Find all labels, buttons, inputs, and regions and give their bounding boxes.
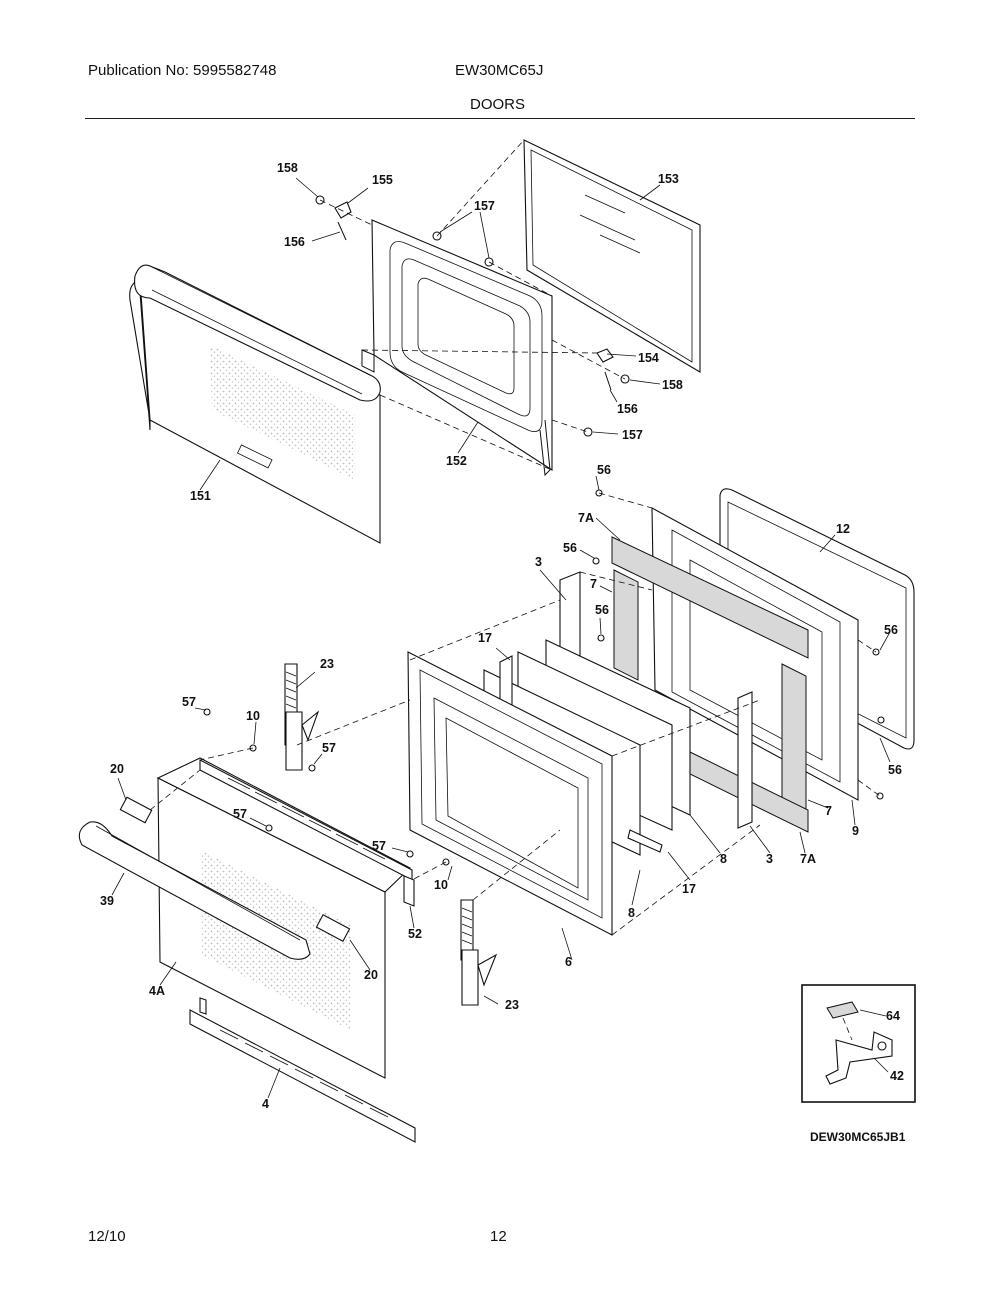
callout-42: 42 [890,1069,904,1083]
header-rule [85,118,915,119]
callout-39: 39 [100,894,114,908]
handle-mounts-20 [119,796,351,942]
callout-57: 57 [182,695,196,709]
callout-157-b: 157 [622,428,643,442]
model-number: EW30MC65J [455,62,544,79]
callout-17-b: 17 [682,882,696,896]
callout-7-b: 7 [825,804,832,818]
callout-52: 52 [408,927,422,941]
callout-23: 23 [320,657,334,671]
bottom-trim-4 [189,997,416,1143]
diagram-code: DEW30MC65JB1 [810,1130,906,1144]
inset-detail-box [801,984,916,1103]
callout-4: 4 [262,1097,269,1111]
callout-57-c: 57 [233,807,247,821]
insulation-strips [611,536,809,833]
callout-6: 6 [565,955,572,969]
callout-158-b: 158 [662,378,683,392]
callout-158: 158 [277,161,298,175]
callout-56-e: 56 [888,763,902,777]
callout-3: 3 [535,555,542,569]
callout-56-d: 56 [884,623,898,637]
outer-door-151 [129,264,381,544]
callout-153: 153 [658,172,679,186]
lower-leader-lines [111,475,891,1099]
upper-hinge-hardware [315,195,630,437]
callout-57-b: 57 [322,741,336,755]
inner-door-panel-152 [361,219,553,477]
callout-7: 7 [590,577,597,591]
callout-20-b: 20 [364,968,378,982]
callout-23-b: 23 [505,998,519,1012]
handle-39 [78,821,311,960]
callout-8-b: 8 [628,906,635,920]
side-channels-3 [559,571,753,829]
glass-panel-153 [523,139,701,373]
callout-64: 64 [886,1009,900,1023]
callout-156: 156 [284,235,305,249]
callout-57-d: 57 [372,839,386,853]
callout-12: 12 [836,522,850,536]
callout-157: 157 [474,199,495,213]
callout-labels: 158 155 156 157 153 154 158 156 157 152 … [100,161,906,1144]
callout-20: 20 [110,762,124,776]
callout-7A-b: 7A [800,852,816,866]
callout-156-b: 156 [617,402,638,416]
callout-155: 155 [372,173,393,187]
callout-10-b: 10 [434,878,448,892]
top-trim-52 [199,759,415,907]
callout-10: 10 [246,709,260,723]
section-title: DOORS [470,96,526,113]
callout-151: 151 [190,489,211,503]
callout-56-c: 56 [595,603,609,617]
callout-9: 9 [852,824,859,838]
callout-3-b: 3 [766,852,773,866]
callout-4A: 4A [149,984,165,998]
footer-page-number: 12 [490,1228,507,1245]
callout-17: 17 [478,631,492,645]
footer-date: 12/10 [88,1228,126,1245]
callout-7A: 7A [578,511,594,525]
publication-number: Publication No: 5995582748 [88,62,277,79]
callout-56: 56 [597,463,611,477]
callout-8: 8 [720,852,727,866]
callout-56-b: 56 [563,541,577,555]
callout-152: 152 [446,454,467,468]
callout-154: 154 [638,351,659,365]
door-liner-6 [407,651,613,936]
upper-leader-lines [199,139,661,491]
